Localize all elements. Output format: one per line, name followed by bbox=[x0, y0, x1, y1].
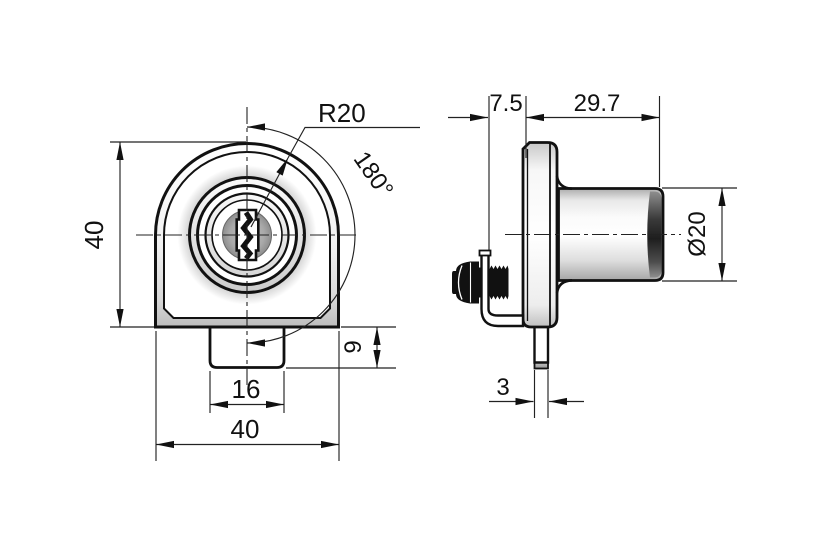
dim-tab-thickness-3: 3 bbox=[489, 370, 584, 418]
dim-height-label: 40 bbox=[79, 221, 109, 250]
screw-head bbox=[452, 261, 479, 304]
cylinder-shoulder-bottom bbox=[555, 279, 573, 294]
cylinder-body bbox=[557, 187, 665, 282]
clamp-assembly bbox=[452, 249, 525, 328]
dim-width-label: 40 bbox=[231, 414, 260, 444]
dim-width-40: 40 bbox=[155, 331, 340, 461]
dim-tab-width-label: 16 bbox=[232, 374, 261, 404]
dim-clamp-depth-label: 7.5 bbox=[489, 90, 522, 117]
dim-height-40: 40 bbox=[79, 141, 246, 328]
dim-radius-label: R20 bbox=[318, 98, 366, 128]
bracket-cap bbox=[478, 249, 492, 257]
screw-head-highlight bbox=[457, 265, 463, 300]
dim-clamp-and-length: 7.5 29.7 bbox=[448, 90, 661, 187]
screw-thread bbox=[489, 265, 509, 300]
dim-angle-label: 180° bbox=[348, 147, 399, 203]
dim-diameter-label: Ø20 bbox=[684, 211, 711, 256]
dim-tab-height-label: 9 bbox=[340, 340, 367, 353]
screw-shank bbox=[477, 267, 483, 298]
dim-tab-height-9: 9 bbox=[286, 326, 396, 369]
cam-bracket bbox=[480, 251, 525, 328]
cylinder-shoulder-top bbox=[555, 175, 573, 190]
side-view: 7.5 29.7 Ø20 3 bbox=[448, 90, 737, 418]
dim-tab-thickness-label: 3 bbox=[496, 374, 509, 401]
side-tab-strip bbox=[533, 324, 550, 364]
dim-tab-width-16: 16 bbox=[209, 371, 285, 413]
front-view: 40 R20 180° 16 40 bbox=[79, 98, 420, 461]
dim-housing-length-label: 29.7 bbox=[574, 90, 621, 117]
side-tab bbox=[533, 324, 550, 370]
dim-radius-r20: R20 bbox=[250, 98, 420, 228]
dim-diameter-20: Ø20 bbox=[662, 187, 737, 282]
